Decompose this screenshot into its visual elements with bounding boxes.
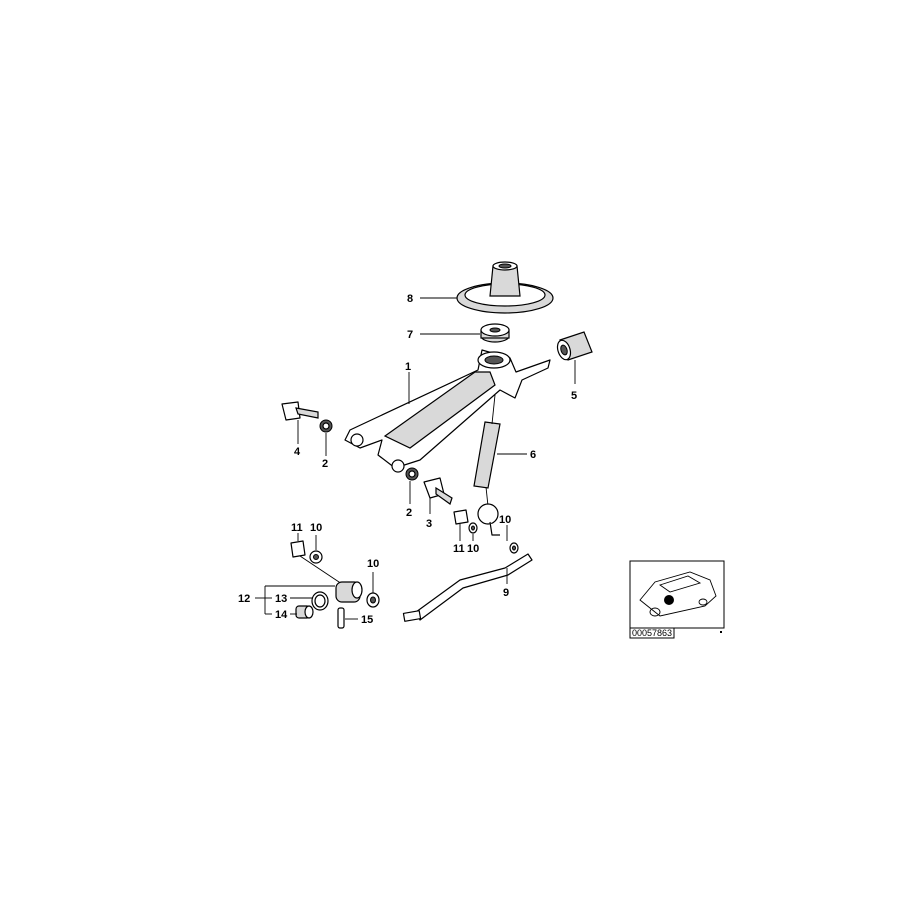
location-marker-icon <box>664 595 674 605</box>
part-shift-boot <box>456 261 554 314</box>
part-washer-10-right <box>509 542 519 554</box>
callout-7: 7 <box>407 329 413 341</box>
car-outline-icon <box>639 571 717 617</box>
part-bearing-ring <box>480 323 510 343</box>
part-clip-11-right <box>453 509 469 525</box>
callout-10-right: 10 <box>499 514 511 526</box>
diagram-reference-number: 00057863 <box>632 628 672 638</box>
callout-1: 1 <box>405 361 411 373</box>
part-clip-3 <box>423 477 453 505</box>
callout-14: 14 <box>275 609 288 621</box>
callout-15: 15 <box>361 614 373 626</box>
part-shift-rod <box>473 394 501 536</box>
callout-3: 3 <box>426 518 432 530</box>
part-cap <box>295 605 314 619</box>
part-shift-bracket <box>344 349 551 473</box>
callout-2-upper: 2 <box>322 458 328 470</box>
callout-11-left: 11 <box>291 522 303 534</box>
callout-10-lower: 10 <box>367 558 379 570</box>
callout-bracket-12 <box>255 585 335 615</box>
part-clip-11-left <box>290 540 306 558</box>
part-selector-rod <box>402 553 533 622</box>
part-pin <box>337 607 345 629</box>
part-rubber-bushing-2-upper <box>319 419 333 433</box>
part-washer-10-lower <box>366 592 380 608</box>
callout-6: 6 <box>530 449 536 461</box>
part-joint <box>299 555 363 603</box>
callout-10-mid: 10 <box>467 543 479 555</box>
part-o-ring <box>311 591 329 611</box>
callout-10-left: 10 <box>310 522 322 534</box>
callout-13: 13 <box>275 593 287 605</box>
vehicle-location-inset: 00057863 <box>629 560 725 639</box>
part-washer-10-mid <box>468 522 478 534</box>
callout-9: 9 <box>503 587 509 599</box>
callout-2-lower: 2 <box>406 507 412 519</box>
callout-11-right: 11 <box>453 543 465 555</box>
callout-8: 8 <box>407 293 413 305</box>
part-washer-10-left <box>309 550 323 564</box>
part-bushing <box>556 331 593 361</box>
callout-12: 12 <box>238 593 250 605</box>
callout-4: 4 <box>294 446 301 458</box>
callout-5: 5 <box>571 390 577 402</box>
part-rubber-bushing-2-lower <box>405 467 419 481</box>
part-clip-4 <box>281 401 319 421</box>
